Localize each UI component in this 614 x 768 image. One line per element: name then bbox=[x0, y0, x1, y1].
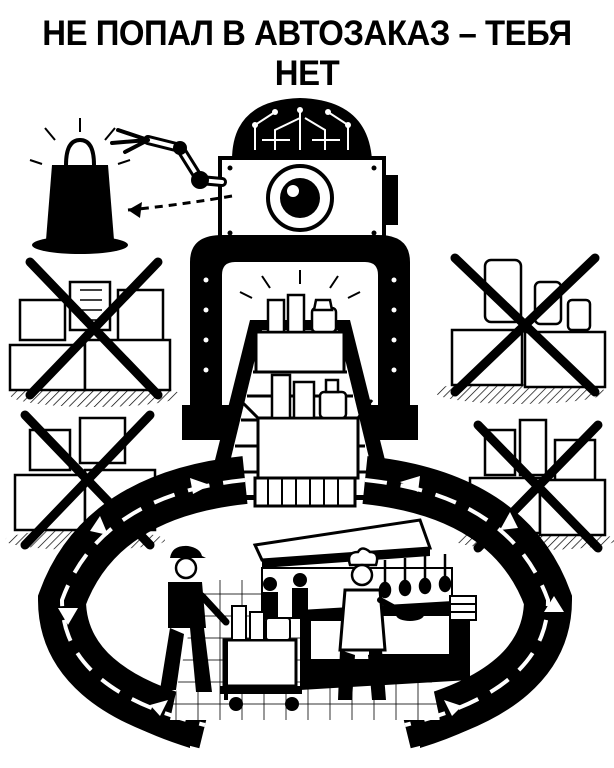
cycle-arrows-icon bbox=[37, 456, 573, 749]
crossed-stock-bottom-right bbox=[455, 418, 614, 553]
chef-figure bbox=[338, 547, 424, 700]
kitchen-icon bbox=[160, 518, 477, 720]
cross-icon bbox=[25, 257, 163, 400]
eye-icon bbox=[266, 164, 334, 232]
conveyor-icon bbox=[205, 293, 395, 508]
crossed-stock-top-left bbox=[8, 257, 180, 407]
page-title: НЕ ПОПАЛ В АВТОЗАКАЗ – ТЕБЯ НЕТ bbox=[42, 14, 572, 93]
crossed-stock-top-right bbox=[435, 253, 607, 404]
worker-figure bbox=[160, 545, 230, 692]
shopping-bag-icon bbox=[29, 118, 131, 254]
robot-arm-icon bbox=[110, 128, 227, 189]
cross-icon bbox=[450, 253, 600, 397]
robot-icon bbox=[110, 98, 418, 440]
cart bbox=[220, 605, 302, 711]
